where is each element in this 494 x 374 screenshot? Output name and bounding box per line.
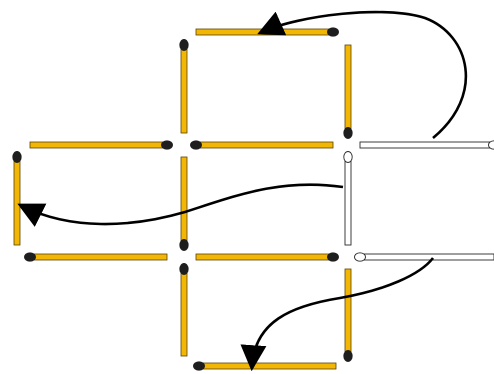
upper-left-horizontal-stick	[30, 141, 173, 149]
moved-upper-right-horizontal-stick	[360, 141, 494, 149]
bottom-horizontal-stick	[194, 362, 337, 370]
lower-middle-horizontal-stick	[196, 253, 339, 261]
upper-middle-horizontal-stick	[191, 141, 334, 149]
match-head-icon	[194, 362, 205, 370]
move-arrows-layer	[22, 12, 466, 366]
moved-center-right-vertical-stick	[344, 152, 352, 246]
match-head-icon	[344, 152, 352, 163]
top-left-vertical-stick	[180, 40, 188, 134]
bottom-left-vertical-stick	[180, 264, 188, 357]
matchstick-body	[345, 157, 351, 245]
match-head-icon	[180, 240, 188, 251]
matchstick-body	[181, 45, 187, 133]
matchstick-body	[345, 45, 351, 133]
moved-lower-right-horizontal-stick	[355, 253, 494, 261]
bottom-right-vertical-stick	[344, 269, 352, 362]
match-head-icon	[180, 264, 188, 275]
far-left-vertical-stick	[13, 152, 21, 246]
matchstick-body	[345, 269, 351, 356]
match-head-icon	[344, 351, 352, 362]
center-left-vertical-stick	[180, 157, 188, 251]
matchstick-body	[14, 157, 20, 245]
matchsticks-layer	[13, 28, 494, 370]
match-head-icon	[25, 253, 36, 261]
matchstick-body	[30, 142, 167, 148]
top-right-vertical-stick	[344, 45, 352, 139]
matchstick-body	[360, 254, 494, 260]
match-head-icon	[162, 141, 173, 149]
matchstick-body	[30, 254, 167, 260]
match-head-icon	[328, 253, 339, 261]
match-head-icon	[191, 141, 202, 149]
matchstick-body	[181, 157, 187, 245]
match-head-icon	[180, 40, 188, 51]
move-arrow-to-bottom	[252, 258, 433, 366]
lower-left-horizontal-stick	[25, 253, 168, 261]
matchstick-body	[181, 269, 187, 356]
match-head-icon	[328, 28, 339, 36]
matchstick-body	[196, 142, 333, 148]
matchstick-body	[360, 142, 494, 148]
matchstick-body	[196, 254, 333, 260]
match-head-icon	[344, 128, 352, 139]
match-head-icon	[13, 152, 21, 163]
match-head-icon	[355, 253, 366, 261]
matchstick-body	[199, 363, 336, 369]
